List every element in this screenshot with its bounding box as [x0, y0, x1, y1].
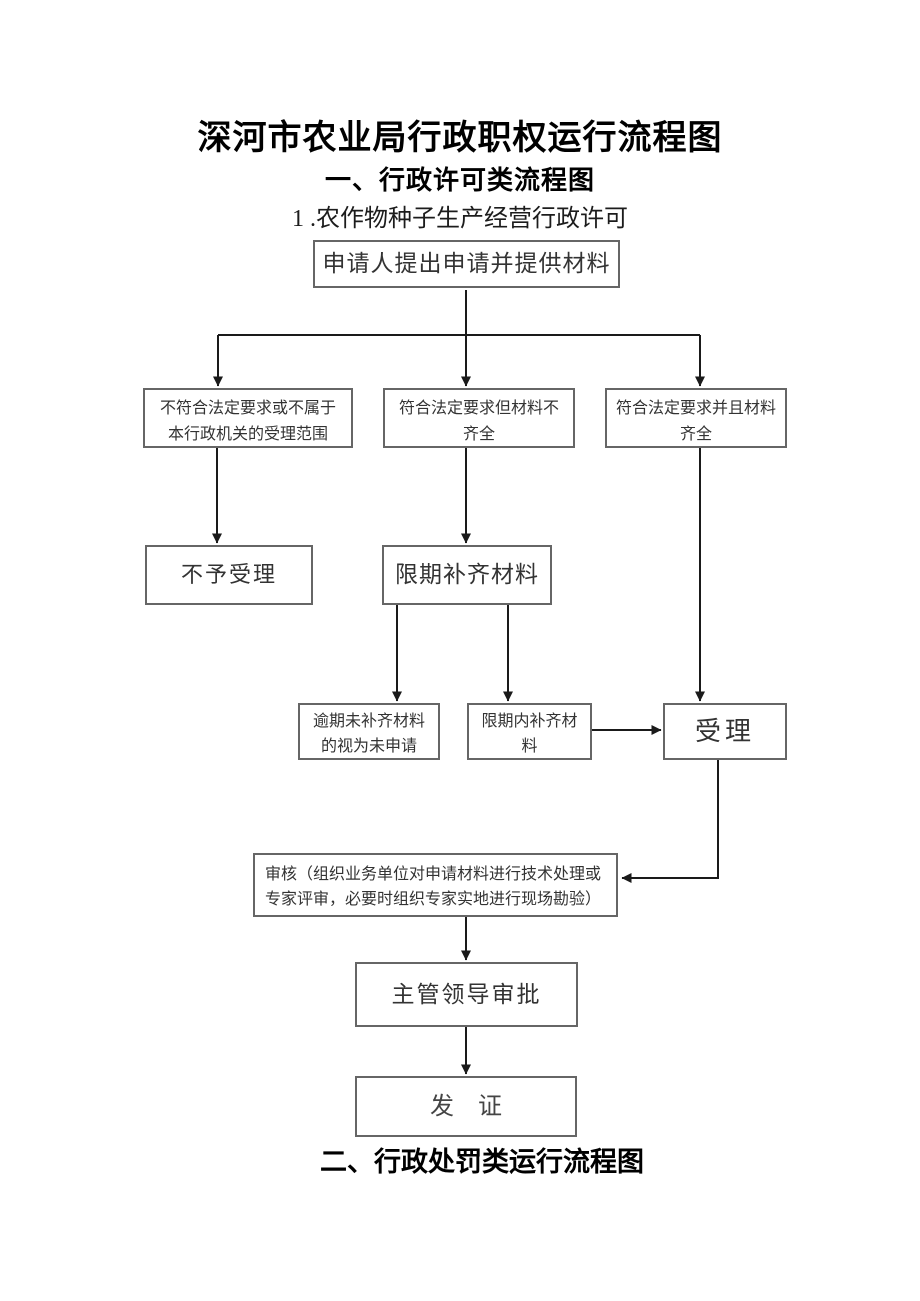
arrow-accept-to-review	[621, 760, 719, 883]
flow-node-branch-reject: 不符合法定要求或不属于本行政机关的受理范围	[143, 388, 353, 448]
flow-node-accept: 受理	[663, 703, 787, 760]
flow-node-issue: 发 证	[355, 1076, 577, 1137]
page-title: 深河市农业局行政职权运行流程图	[197, 119, 723, 157]
flow-node-branch-complete: 符合法定要求并且材料齐全	[605, 388, 787, 448]
flow-node-branch-incomplete: 符合法定要求但材料不齐全	[383, 388, 575, 448]
flow-node-apply: 申请人提出申请并提供材料	[313, 240, 620, 288]
section2-heading: 二、行政处罚类运行流程图	[320, 1147, 644, 1177]
step1-label: 1 .农作物种子生产经营行政许可	[292, 206, 628, 232]
flow-node-not-accepted: 不予受理	[145, 545, 313, 605]
review-line-2: 专家评审，必要时组织专家实地进行现场勘验）	[265, 891, 602, 908]
flow-node-overdue: 逾期未补齐材料的视为未申请	[298, 703, 440, 760]
flow-node-in-time: 限期内补齐材料	[467, 703, 592, 760]
section1-heading: 一、行政许可类流程图	[324, 165, 595, 195]
flow-node-approve: 主管领导审批	[355, 962, 578, 1027]
flow-node-review: 审核（组织业务单位对申请材料进行技术处理或 专家评审，必要时组织专家实地进行现场…	[253, 853, 618, 917]
flow-node-supplement-deadline: 限期补齐材料	[382, 545, 552, 605]
review-line-1: 审核（组织业务单位对申请材料进行技术处理或	[265, 866, 602, 883]
